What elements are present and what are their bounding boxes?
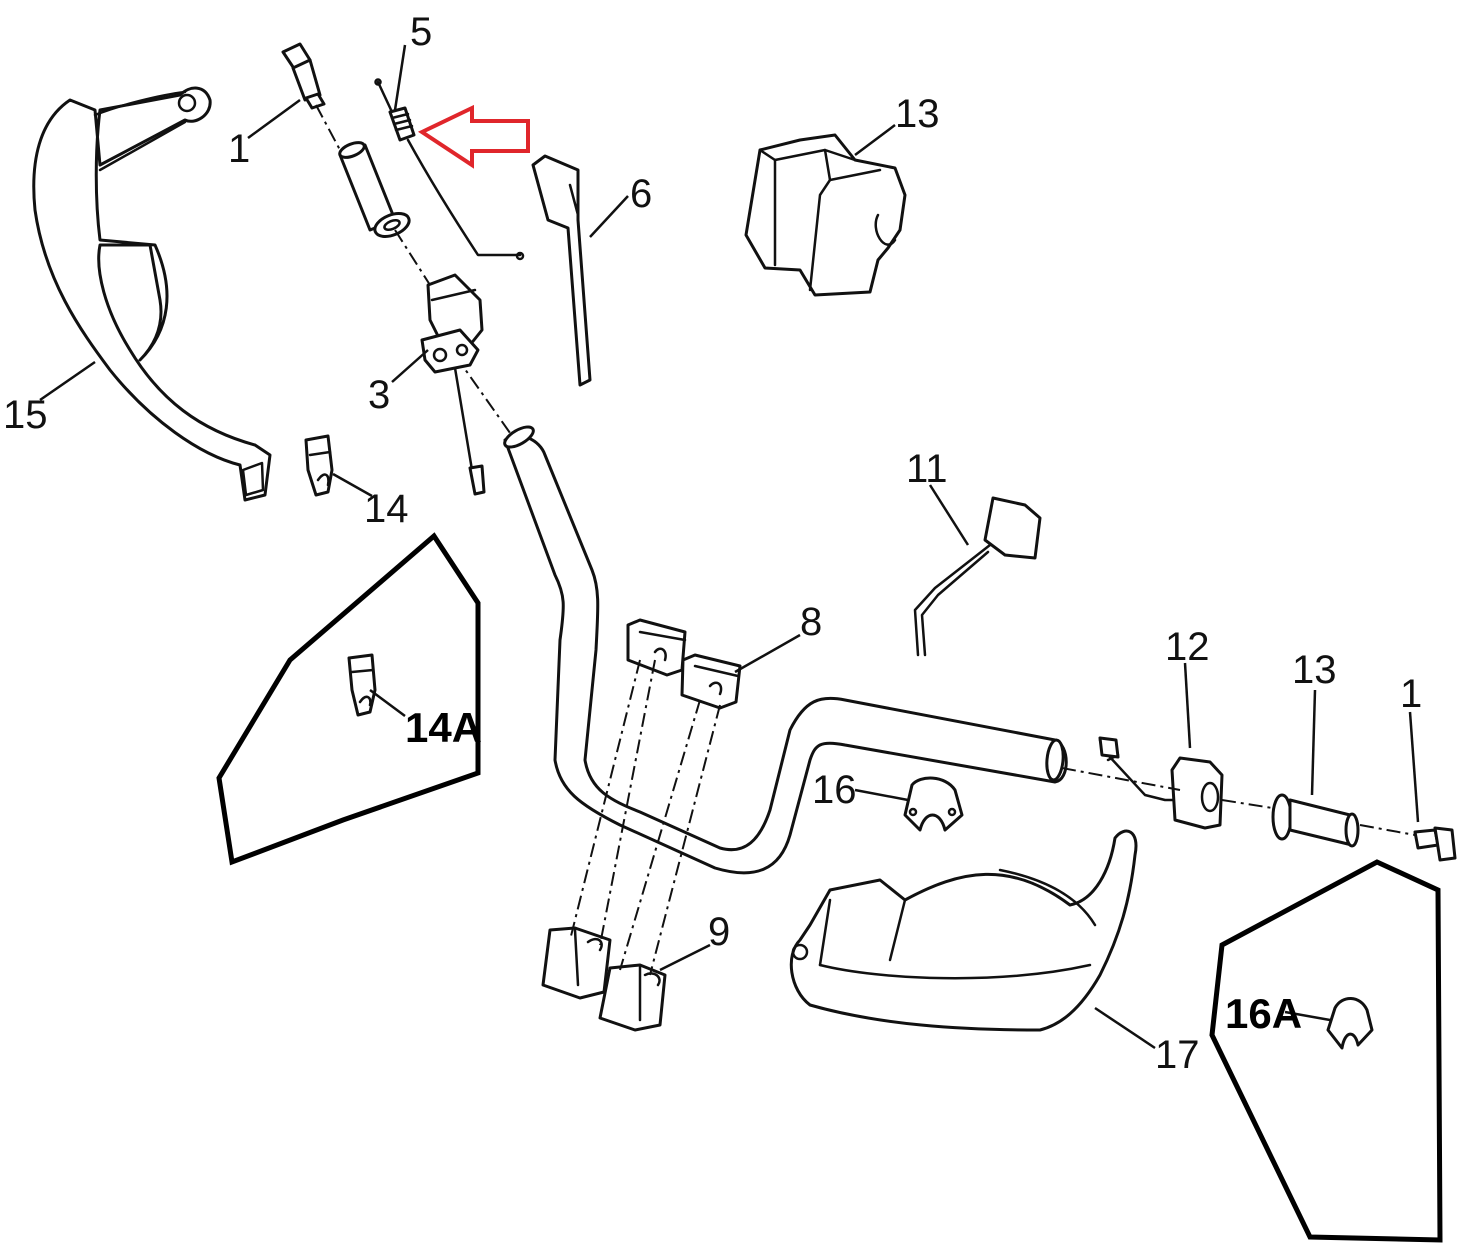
lower-clamp-part-9 <box>541 926 667 1032</box>
callout-16A: 16A <box>1225 990 1302 1037</box>
callout-14: 14 <box>364 487 409 531</box>
highlight-arrow-icon <box>417 104 530 169</box>
clip-part-14 <box>304 434 334 497</box>
bracket-part-16 <box>903 776 964 832</box>
callout-1-top: 1 <box>228 127 250 171</box>
callout-leader-lines <box>39 44 1420 1050</box>
callout-8: 8 <box>800 600 822 644</box>
upper-clamp-part-8 <box>626 618 742 710</box>
clutch-lever-part-6 <box>531 154 592 387</box>
clamp-axis-lines <box>569 659 721 976</box>
callout-12: 12 <box>1165 625 1210 669</box>
callout-5: 5 <box>410 10 432 54</box>
callout-16: 16 <box>812 768 857 812</box>
callout-labels: 1 5 13 6 15 3 14 11 8 14A 12 13 1 16 9 1… <box>3 10 1422 1077</box>
throttle-grip <box>338 141 411 238</box>
callout-15: 15 <box>3 393 48 437</box>
grip-part-13-right <box>1271 793 1360 848</box>
assembly-axis-line-left <box>315 104 516 441</box>
callout-3: 3 <box>368 373 390 417</box>
callout-6: 6 <box>630 172 652 216</box>
handlebar <box>503 425 1068 875</box>
handlebar-cover-part-13-top <box>744 133 907 297</box>
detail-panel-14A <box>216 532 481 866</box>
callout-17: 17 <box>1155 1033 1200 1077</box>
bar-end-plug-part-1-top <box>281 42 326 110</box>
switch-part-12 <box>1098 736 1224 830</box>
callout-13-top: 13 <box>895 92 940 136</box>
bar-end-plug-part-1-right <box>1413 826 1457 862</box>
mirror-part-11 <box>913 496 1042 657</box>
callout-14A: 14A <box>405 704 482 751</box>
hand-guard-left-part-15 <box>32 86 272 502</box>
callout-11: 11 <box>906 447 948 491</box>
callout-1-right: 1 <box>1400 672 1422 716</box>
throttle-cable-part-5 <box>374 78 525 261</box>
callout-13-right: 13 <box>1292 648 1337 692</box>
detail-panel-16A <box>1209 859 1443 1243</box>
assembly-axis-line-right <box>1061 767 1416 836</box>
switch-housing-part-3 <box>420 273 486 496</box>
callout-9: 9 <box>708 910 730 954</box>
hand-guard-right-part-17 <box>789 829 1138 1032</box>
